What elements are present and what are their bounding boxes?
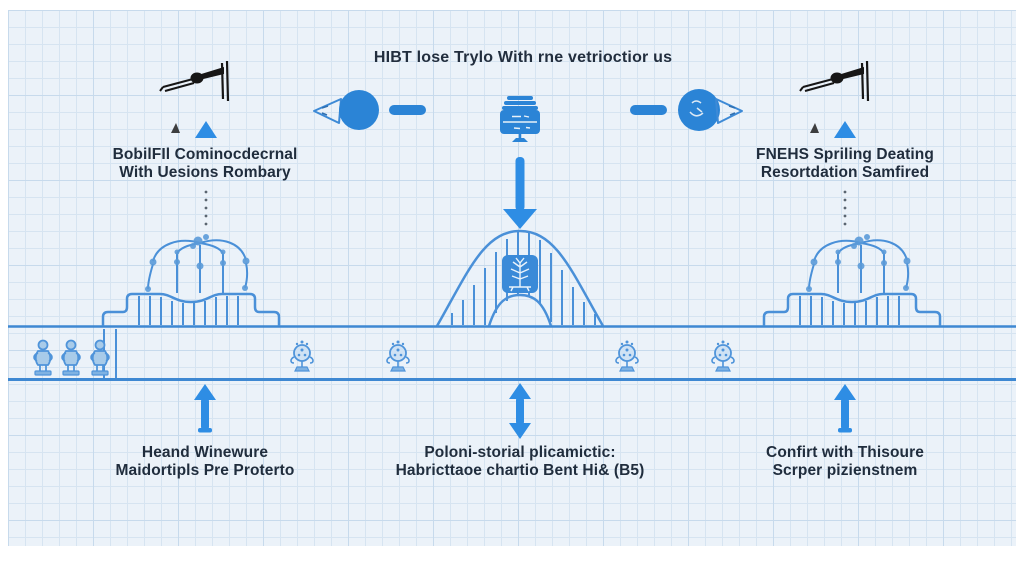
- callout-bottom-center: Poloni-storial plicamictic: Habricttaoe …: [396, 444, 645, 480]
- small-mark-right: [810, 123, 819, 133]
- dash-connector-left-icon: [389, 105, 426, 115]
- small-mark-left: [171, 123, 180, 133]
- callout-bottom-right: Confirt with Thisoure Scrper pizienstnem: [766, 444, 924, 480]
- robotic-arm-icon-left: [158, 59, 230, 103]
- callout-bottom-left-line2: Maidortipls Pre Proterto: [115, 462, 295, 479]
- flag-pointer-right-icon: [715, 98, 743, 124]
- up-arrow-left: [194, 384, 216, 433]
- callout-top-right-line2: Resortdation Samfired: [760, 164, 930, 181]
- up-arrow-right: [834, 384, 856, 433]
- robotic-arm-icon-right: [798, 59, 870, 103]
- double-arrow-center: [509, 383, 531, 439]
- emblem-crest-icon: [290, 339, 314, 372]
- chip-tree-icon: [502, 255, 538, 293]
- diagram-title: HIBT lose Trylo With rne vetrioctior us: [373, 49, 673, 66]
- callout-top-right-line1: FNEHS Spriling Deating: [756, 146, 934, 163]
- callout-bottom-center-line2: Habricttaoe chartio Bent Hi& (B5): [395, 462, 645, 479]
- arch-bridge: [435, 229, 605, 327]
- down-arrow: [503, 157, 537, 229]
- emblem-crest-icon: [386, 339, 410, 372]
- dash-connector-right-icon: [630, 105, 667, 115]
- statue-figure: [90, 339, 110, 376]
- server-box-icon: [500, 96, 540, 142]
- node-circle-right-icon: [678, 89, 720, 131]
- emblem-crest-icon: [615, 339, 639, 372]
- callout-top-left: BobilFIl Cominocdecrnal With Uesions Rom…: [113, 146, 298, 182]
- callout-bottom-left-line1: Heand Winewure: [141, 444, 269, 461]
- callout-top-left-line2: With Uesions Rombary: [119, 164, 291, 181]
- up-triangle-right-icon: [834, 121, 856, 138]
- statue-figure: [61, 339, 81, 376]
- callout-top-right: FNEHS Spriling Deating Resortdation Samf…: [756, 146, 934, 182]
- dotted-connector-right: [843, 190, 847, 226]
- callout-bottom-left: Heand Winewure Maidortipls Pre Proterto: [116, 444, 295, 480]
- statue-figure: [33, 339, 53, 376]
- callout-top-left-line1: BobilFIl Cominocdecrnal: [112, 146, 298, 163]
- fountain-structure-right: [762, 232, 942, 328]
- node-circle-left-icon: [339, 90, 379, 130]
- fountain-structure-left: [101, 232, 281, 328]
- callout-bottom-right-line1: Confirt with Thisoure: [766, 444, 924, 461]
- dotted-connector-left: [204, 190, 208, 226]
- callout-bottom-center-line1: Poloni-storial plicamictic:: [424, 444, 616, 461]
- emblem-crest-icon: [711, 339, 735, 372]
- flag-pointer-left-icon: [313, 98, 342, 124]
- up-triangle-left-icon: [195, 121, 217, 138]
- callout-bottom-right-line2: Scrper pizienstnem: [772, 462, 918, 479]
